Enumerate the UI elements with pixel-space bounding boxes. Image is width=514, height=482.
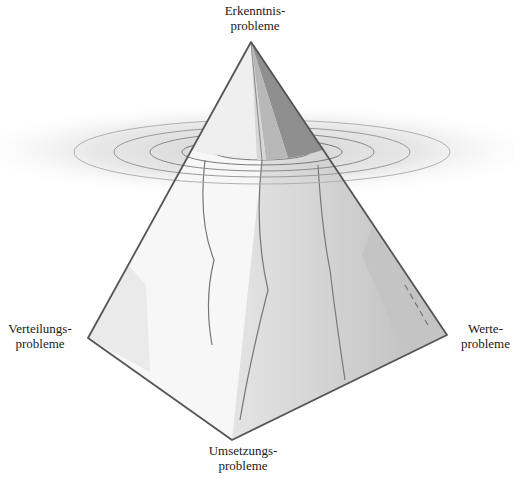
iceberg-ridge bbox=[251, 42, 262, 160]
iceberg-crack bbox=[203, 160, 214, 345]
problem-label: Verteilungs- probleme bbox=[8, 322, 72, 352]
iceberg-face bbox=[362, 228, 447, 356]
iceberg-crack bbox=[240, 160, 268, 420]
iceberg-outline bbox=[88, 42, 447, 440]
iceberg-face bbox=[88, 150, 262, 440]
iceberg-peak-face bbox=[251, 42, 288, 160]
iceberg-face bbox=[232, 150, 447, 440]
problem-label: Umsetzungs- probleme bbox=[209, 444, 278, 474]
problem-label: Werte- probleme bbox=[461, 322, 510, 352]
iceberg-crack bbox=[318, 165, 345, 380]
problem-label: Erkenntnis- probleme bbox=[225, 4, 286, 34]
iceberg-underwater bbox=[88, 150, 447, 440]
